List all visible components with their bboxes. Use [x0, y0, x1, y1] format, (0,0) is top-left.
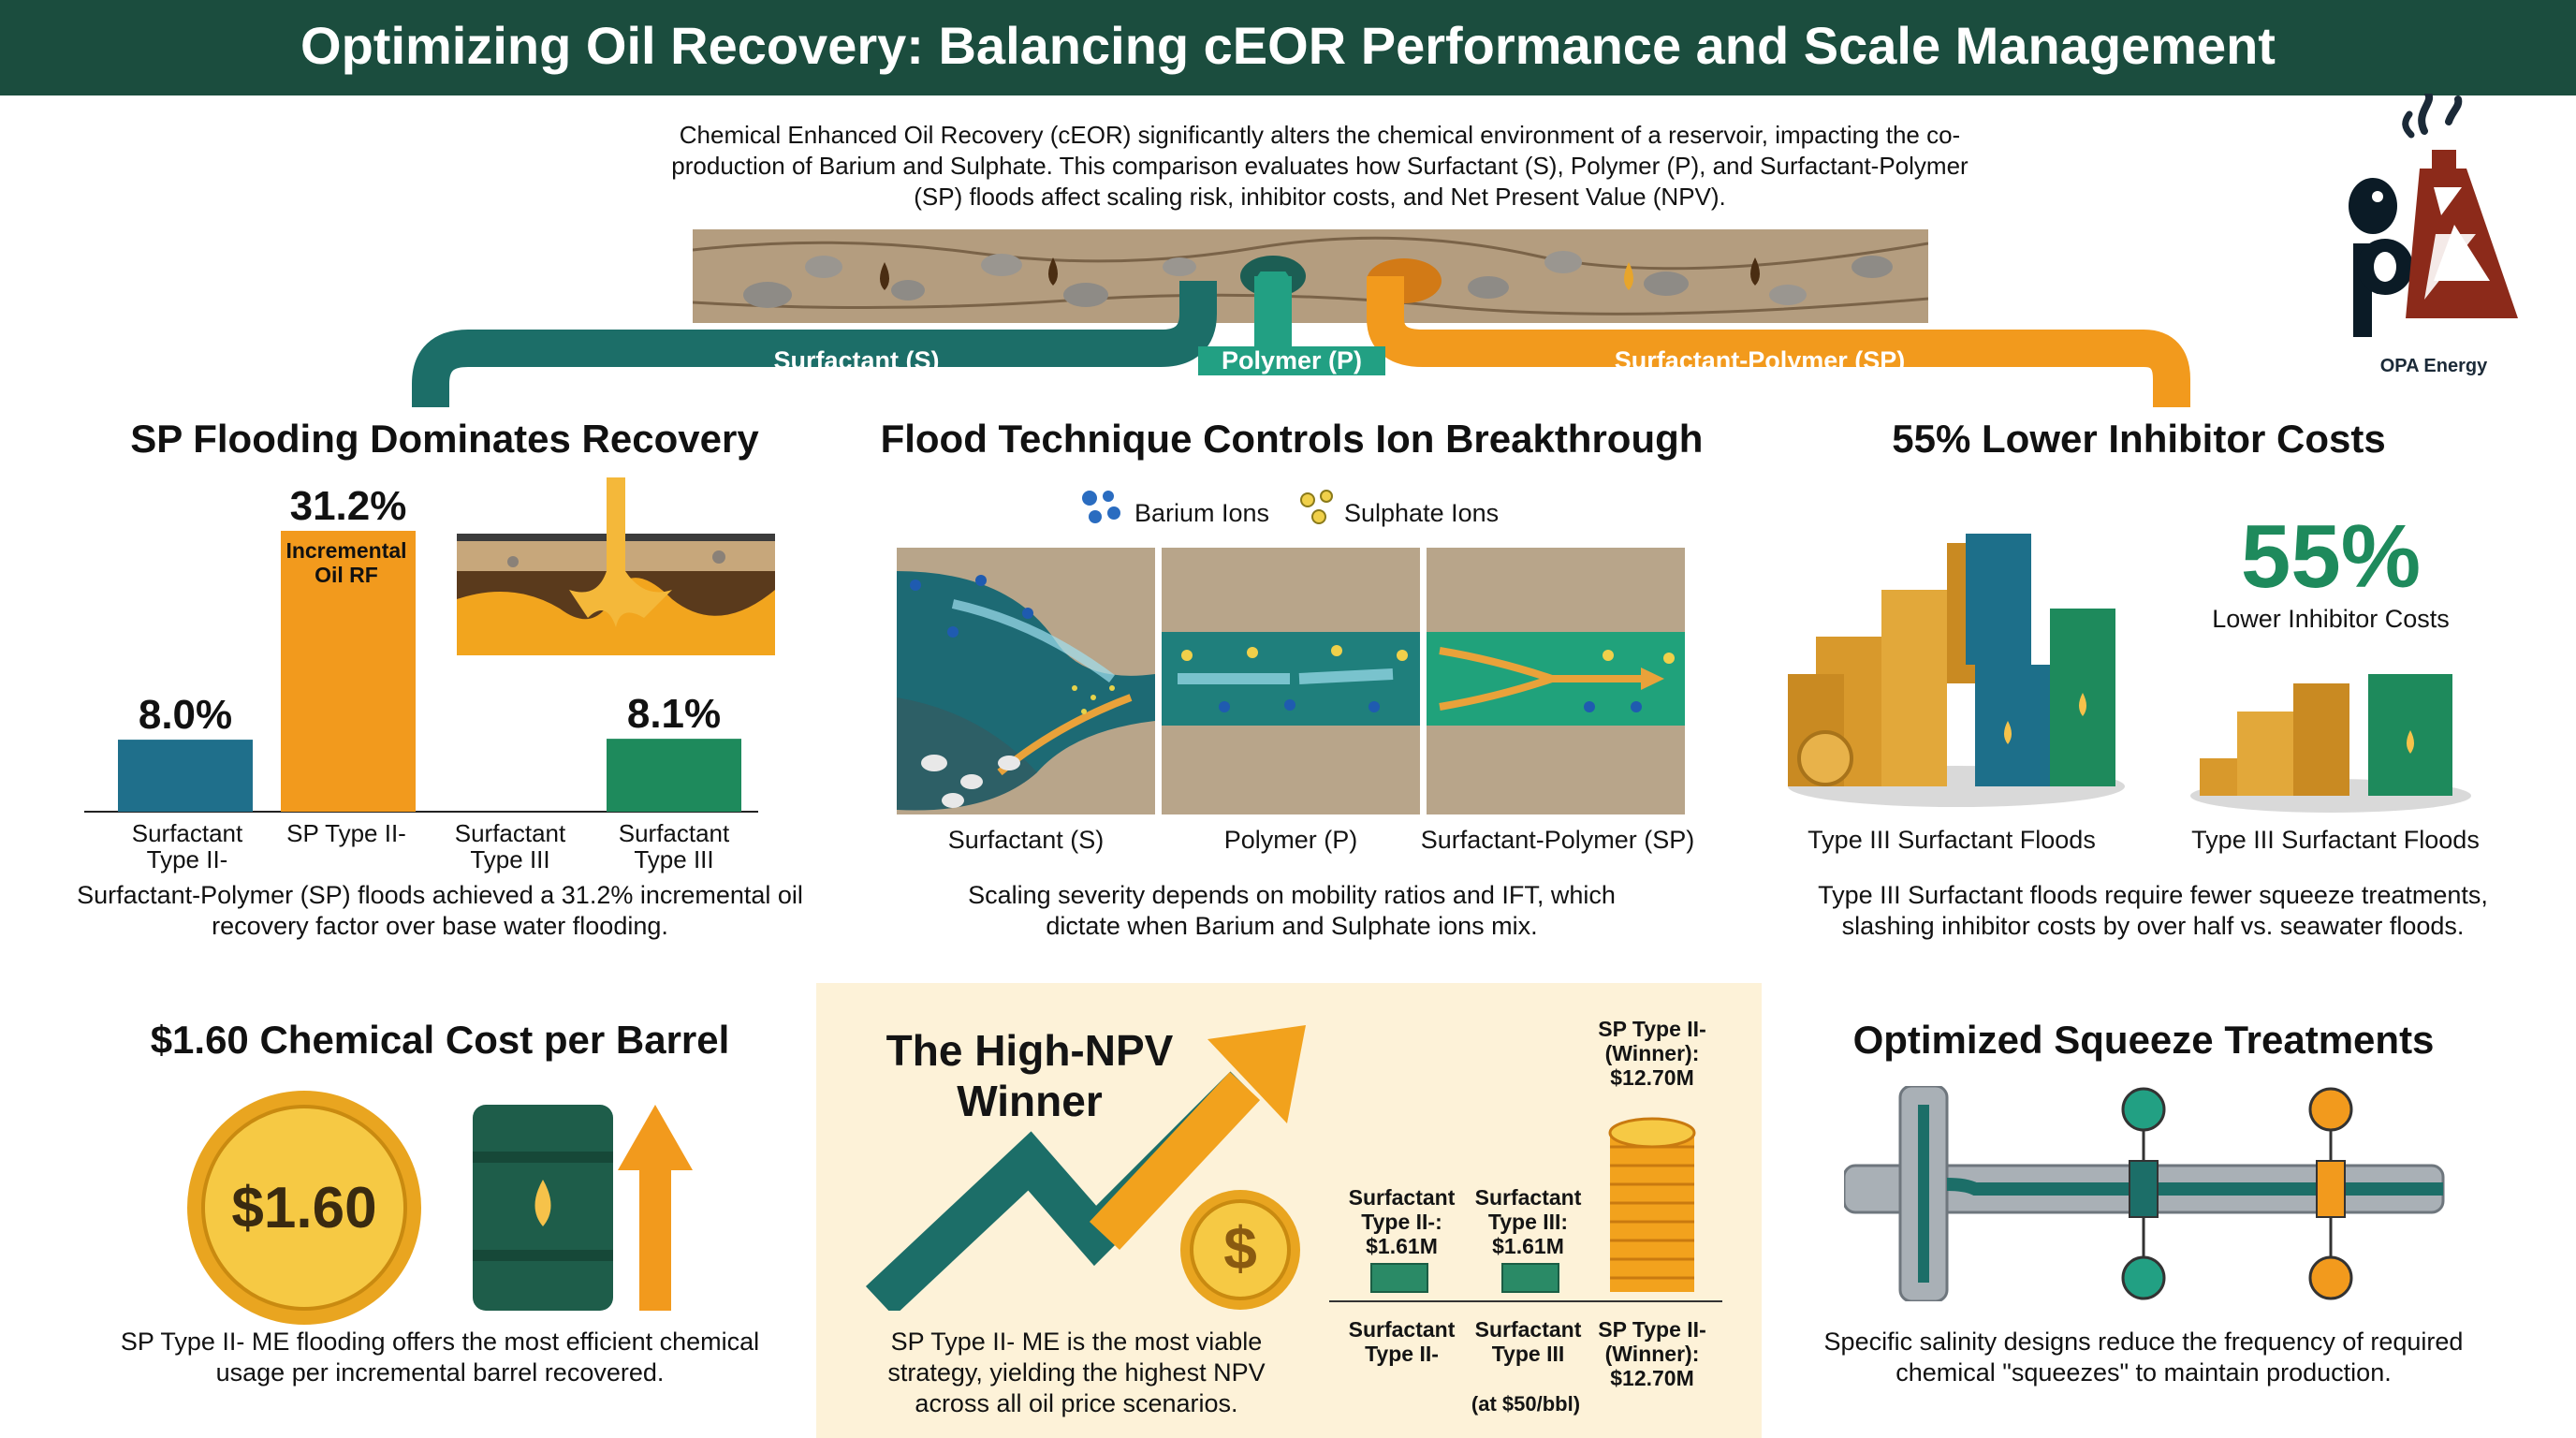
- npv-caption: SP Type II- ME is the most viable strate…: [887, 1328, 1266, 1417]
- barium-ions-icon: [1082, 491, 1120, 523]
- bar-value-label-2: 31.2%: [290, 483, 407, 529]
- bar-value-label-1: 8.0%: [139, 692, 232, 738]
- coin-value: $1.60: [231, 1176, 377, 1240]
- logo-name: OPA Energy: [2379, 356, 2488, 376]
- dollar-symbol: $: [1223, 1214, 1257, 1282]
- bar-value-label-4: 8.1%: [627, 691, 721, 737]
- inhibitor-caption: Type III Surfactant floods require fewer…: [1818, 881, 2488, 940]
- inhibitor-big-label: Lower Inhibitor Costs: [2212, 605, 2450, 633]
- page-title: Optimizing Oil Recovery: Balancing cEOR …: [300, 16, 2276, 75]
- bar-4: [607, 739, 741, 812]
- npv-title-1: The High-NPV: [886, 1026, 1174, 1075]
- recovery-title: SP Flooding Dominates Recovery: [130, 417, 759, 461]
- breakthrough-title: Flood Technique Controls Ion Breakthroug…: [880, 417, 1704, 461]
- sulphate-ions-icon: [1300, 490, 1333, 524]
- npv-stack2-label: Surfactant Type III: $1.61M: [1474, 1185, 1582, 1258]
- flow-label-sp: Surfactant-Polymer (SP): [1614, 346, 1906, 374]
- squeeze-caption: Specific salinity designs reduce the fre…: [1823, 1328, 2464, 1387]
- inhibitor-big-value: 55%: [2240, 506, 2422, 607]
- breakthrough-caption: Scaling severity depends on mobility rat…: [968, 881, 1616, 940]
- cat-label-2: SP Type II-: [286, 819, 406, 847]
- panel-label-s: Surfactant (S): [947, 826, 1105, 854]
- opa-energy-logo: [2349, 94, 2518, 337]
- legend-sulphate: Sulphate Ions: [1344, 499, 1500, 527]
- inhibitor-left-label: Type III Surfactant Floods: [1808, 826, 2096, 854]
- intro-text: Chemical Enhanced Oil Recovery (cEOR) si…: [671, 121, 1969, 211]
- npv-stack3-label: SP Type II- (Winner): $12.70M: [1598, 1017, 1706, 1090]
- oil-reservoir-illustration: [457, 477, 775, 655]
- squeeze-title: Optimized Squeeze Treatments: [1852, 1018, 2435, 1062]
- panel-label-p: Polymer (P): [1223, 826, 1358, 854]
- cost-title: $1.60 Chemical Cost per Barrel: [150, 1018, 730, 1062]
- coins-barrels-small-icon: [2190, 674, 2471, 813]
- npv-title-2: Winner: [957, 1077, 1103, 1125]
- barrel-with-arrow-icon: [473, 1105, 693, 1311]
- flow-label-surfactant: Surfactant (S): [773, 346, 940, 374]
- npv-trend-arrow: [865, 1025, 1306, 1311]
- panel-label-sp: Surfactant-Polymer (SP): [1420, 826, 1695, 854]
- squeeze-pipe-diagram: [1844, 1086, 2445, 1301]
- npv-money-stacks: [1329, 1117, 1722, 1302]
- coins-barrels-large-icon: [1788, 534, 2125, 807]
- bar-2: [281, 531, 416, 812]
- inhibitor-title: 55% Lower Inhibitor Costs: [1892, 417, 2386, 461]
- coin-icon: [187, 1091, 421, 1325]
- recovery-caption: Surfactant-Polymer (SP) floods achieved …: [77, 881, 803, 940]
- npv-stack1-label: Surfactant Type II-: $1.61M: [1348, 1185, 1456, 1258]
- npv-axis-label-1: Surfactant Type II-: [1348, 1317, 1456, 1366]
- flow-bands: [412, 271, 2190, 407]
- bar-1: [118, 740, 253, 812]
- inhibitor-right-label: Type III Surfactant Floods: [2191, 826, 2480, 854]
- legend-barium: Barium Ions: [1134, 499, 1270, 527]
- cost-caption: SP Type II- ME flooding offers the most …: [120, 1328, 760, 1387]
- cat-label-4: Surfactant Type III: [618, 819, 730, 873]
- npv-axis-label-2: Surfactant Type III: [1474, 1317, 1582, 1366]
- dollar-coin-icon: [1180, 1190, 1300, 1310]
- header-bar: [0, 0, 2576, 95]
- recovery-bar-chart: 8.0% 31.2% 8.1%: [84, 483, 758, 813]
- npv-price-note: (at $50/bbl): [1471, 1392, 1581, 1416]
- npv-axis-label-3: SP Type II- (Winner): $12.70M: [1598, 1317, 1706, 1390]
- bar-annotation: Incremental Oil RF: [285, 538, 407, 587]
- cat-label-1: Surfactant Type II-: [131, 819, 243, 873]
- flow-label-polymer: Polymer (P): [1198, 346, 1385, 375]
- ion-breakthrough-panels: [897, 548, 1685, 814]
- cat-label-3: Surfactant Type III: [454, 819, 566, 873]
